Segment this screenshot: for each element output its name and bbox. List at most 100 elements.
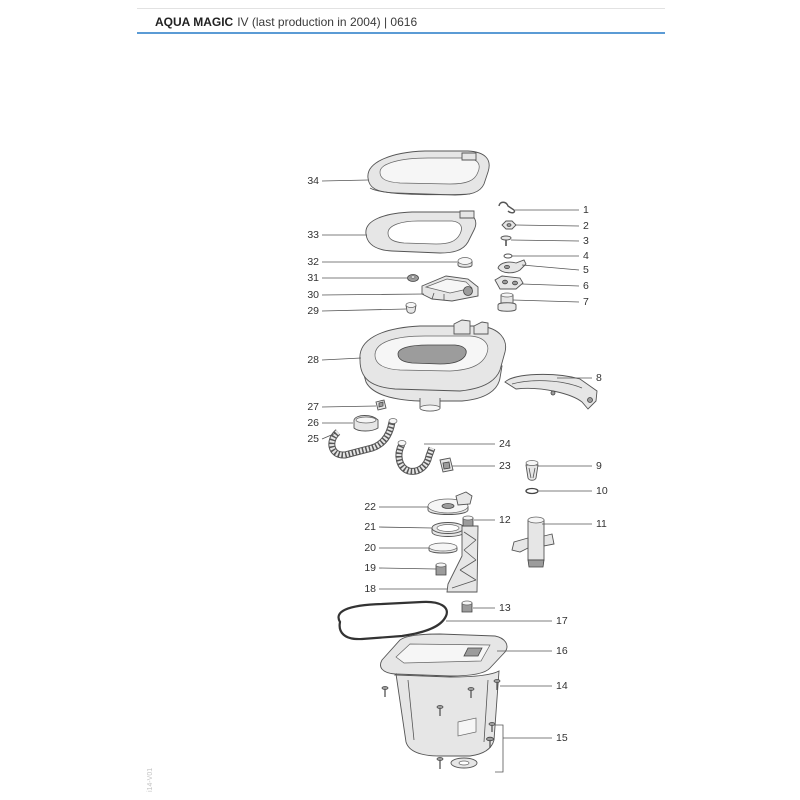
callout-22: 22 — [364, 501, 376, 513]
leader-line-19 — [378, 567, 437, 570]
leader-line-21 — [378, 526, 433, 529]
part-23-clamp — [439, 457, 454, 473]
part-6-block — [494, 275, 524, 290]
callout-28: 28 — [307, 354, 319, 366]
leader-line-25 — [321, 432, 337, 440]
callout-24: 24 — [499, 438, 511, 450]
part-1-wire-hook — [498, 201, 516, 214]
callout-9: 9 — [596, 460, 602, 472]
screw-icon — [436, 757, 444, 769]
part-22-flush-disc — [427, 491, 473, 515]
leader-line-6 — [521, 283, 580, 287]
part-3-screw — [500, 235, 512, 246]
part-15-fixings — [436, 722, 496, 769]
drawing-code: i14-V01 — [147, 768, 154, 792]
callout-12: 12 — [499, 514, 511, 526]
leader-line-2 — [515, 224, 580, 227]
callout-30: 30 — [307, 289, 319, 301]
part-30-valve-housing — [421, 275, 479, 302]
part-20-plate — [428, 542, 458, 554]
washer-icon — [450, 757, 478, 769]
part-12-nut — [462, 515, 474, 527]
leader-line-27 — [321, 405, 377, 408]
callout-25: 25 — [307, 433, 319, 445]
callout-1: 1 — [583, 204, 589, 216]
part-28-bowl — [359, 319, 507, 412]
callout-19: 19 — [364, 562, 376, 574]
part-2-nut — [501, 220, 517, 230]
screw-icon — [493, 679, 501, 690]
leader-lines — [321, 179, 592, 773]
callout-11: 11 — [596, 518, 607, 530]
top-rule — [137, 8, 665, 9]
callout-7: 7 — [583, 296, 589, 308]
callout-23: 23 — [499, 460, 511, 472]
part-31-wheel — [407, 274, 419, 282]
part-4-ring — [503, 253, 513, 259]
callout-5: 5 — [583, 264, 589, 276]
callout-20: 20 — [364, 542, 376, 554]
screw-icon — [486, 736, 494, 748]
product-brand: AQUA MAGIC — [155, 15, 234, 29]
leader-line-15 — [495, 724, 552, 773]
part-14-screws — [381, 679, 501, 716]
callout-18: 18 — [364, 583, 376, 595]
header-accent-rule — [137, 32, 665, 34]
part-11-vacuum-breaker — [511, 516, 555, 568]
part-16-base-rim — [380, 633, 508, 677]
leader-line-34 — [321, 179, 369, 182]
callout-3: 3 — [583, 235, 589, 247]
leader-line-29 — [321, 308, 407, 312]
screw-icon — [436, 705, 444, 716]
callout-32: 32 — [307, 256, 319, 268]
part-18-frame — [446, 525, 479, 593]
callouts: 34 33 32 31 30 29 28 27 26 25 22 21 20 1… — [307, 175, 608, 744]
callout-31: 31 — [307, 272, 319, 284]
callout-13: 13 — [499, 602, 511, 614]
callout-34: 34 — [307, 175, 319, 187]
callout-6: 6 — [583, 280, 589, 292]
part-19-bushing — [435, 562, 447, 576]
part-26-hose-clamp — [353, 415, 379, 432]
callout-8: 8 — [596, 372, 602, 384]
callout-15: 15 — [556, 732, 568, 744]
screw-icon — [381, 686, 389, 697]
part-24-hose — [395, 440, 436, 475]
part-32-cap — [457, 257, 473, 268]
leader-line-30 — [321, 293, 425, 296]
part-25-hose — [328, 418, 398, 459]
part-8-handle-arm — [504, 373, 598, 410]
callout-2: 2 — [583, 220, 589, 232]
leader-line-3 — [510, 239, 580, 242]
leader-line-5 — [521, 264, 580, 271]
part-29-cup — [405, 302, 417, 314]
callout-27: 27 — [307, 401, 319, 413]
base-housing — [393, 670, 500, 757]
part-9-valve-insert — [525, 460, 539, 481]
part-27-clip — [375, 399, 387, 411]
part-10-o-ring — [525, 487, 539, 495]
screw-icon — [488, 722, 496, 732]
callout-4: 4 — [583, 250, 589, 262]
part-13-nut — [461, 600, 473, 613]
callout-17: 17 — [556, 615, 568, 627]
callout-10: 10 — [596, 485, 608, 497]
part-21-seal-ring — [431, 522, 465, 537]
callout-21: 21 — [364, 521, 376, 533]
part-34-lid — [367, 150, 490, 196]
product-title: IV (last production in 2004) | 0616 — [237, 15, 418, 29]
leader-line-7 — [512, 299, 580, 303]
part-7-plunger — [497, 292, 517, 312]
callout-29: 29 — [307, 305, 319, 317]
callout-33: 33 — [307, 229, 319, 241]
screw-icon — [467, 687, 475, 698]
leader-line-28 — [321, 357, 362, 361]
part-33-seat — [365, 210, 477, 254]
callout-14: 14 — [556, 680, 568, 692]
callout-16: 16 — [556, 645, 568, 657]
callout-26: 26 — [307, 417, 319, 429]
part-5-lever — [497, 259, 527, 274]
part-17-gasket — [337, 600, 448, 641]
